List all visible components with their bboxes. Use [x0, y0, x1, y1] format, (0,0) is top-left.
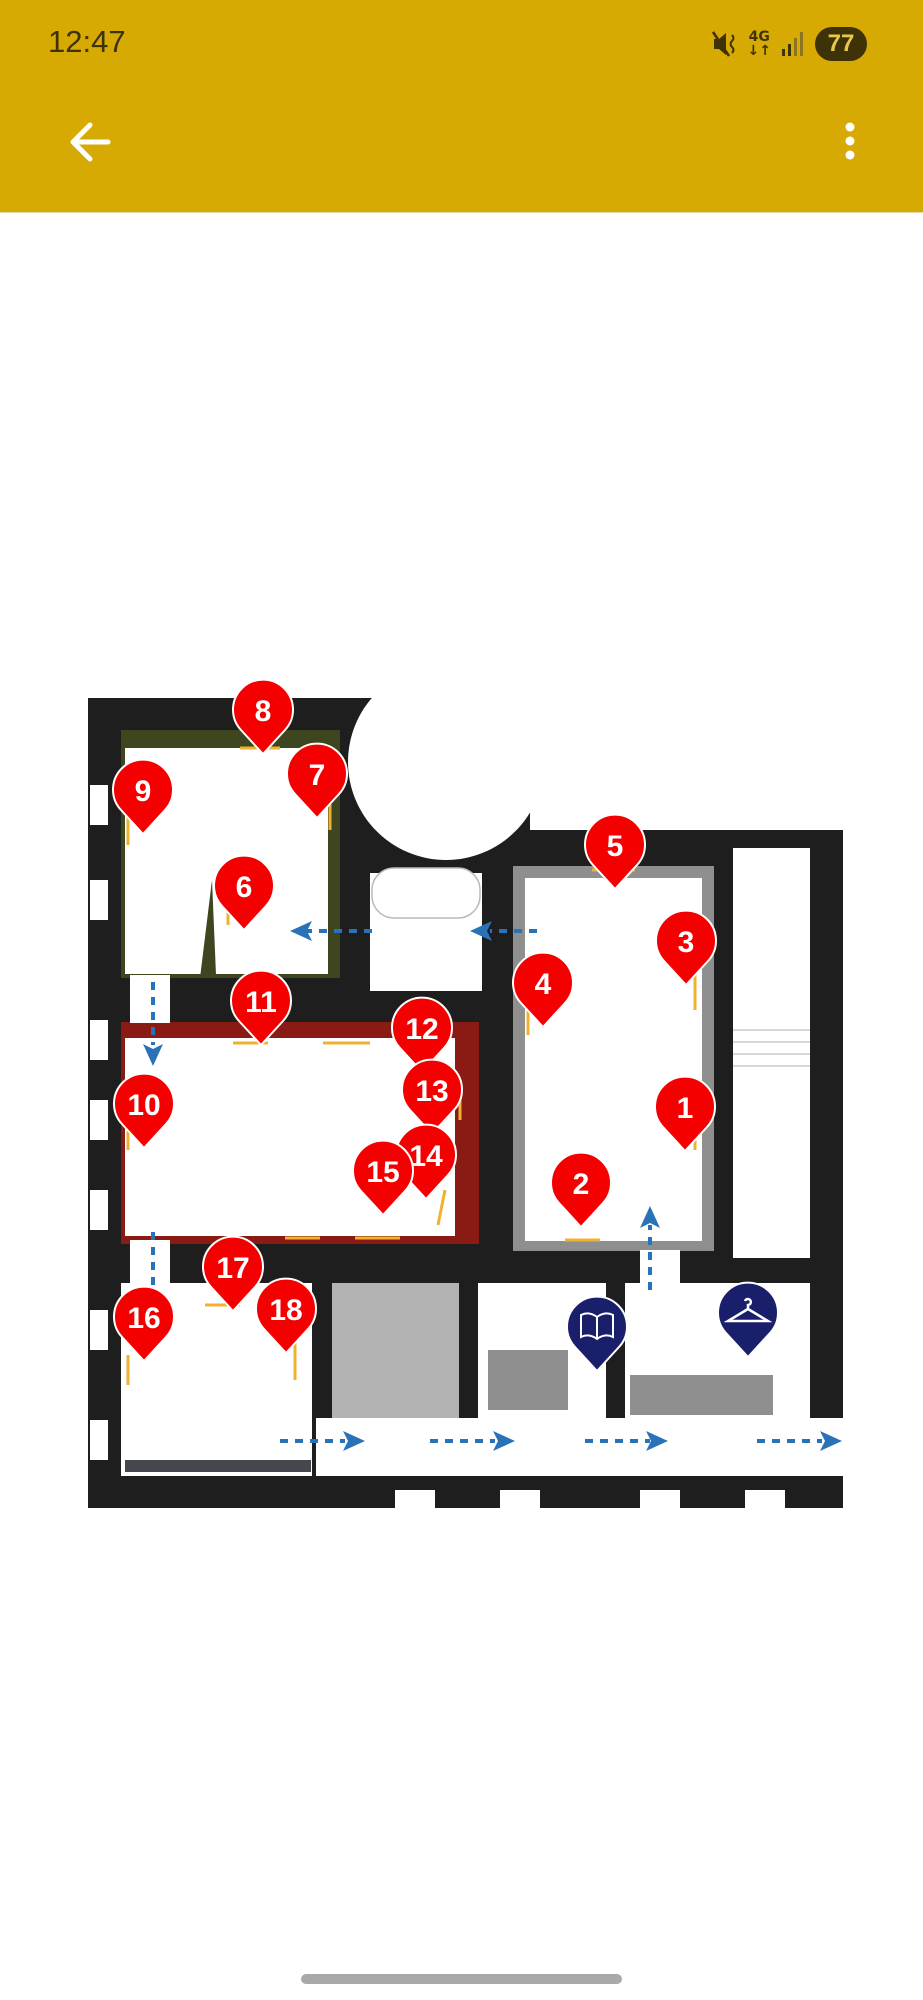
service-pin-cloakroom[interactable] [717, 1281, 779, 1359]
pin-number: 11 [245, 986, 277, 1019]
book-icon [580, 1312, 614, 1341]
pin-number: 3 [678, 926, 695, 959]
pin-marker [213, 854, 275, 932]
exhibit-pin-7[interactable]: 7 [286, 742, 348, 820]
exhibit-pin-1[interactable]: 1 [654, 1075, 716, 1153]
pin-number: 12 [405, 1013, 438, 1046]
pin-number: 18 [269, 1294, 302, 1327]
pin-marker [550, 1151, 612, 1229]
signal-icon [782, 32, 803, 56]
pin-number: 6 [236, 871, 253, 904]
pin-number: 16 [127, 1302, 160, 1335]
pin-marker [286, 742, 348, 820]
pin-number: 7 [309, 759, 326, 792]
home-indicator[interactable] [301, 1974, 622, 1984]
exhibit-pin-5[interactable]: 5 [584, 813, 646, 891]
exhibit-pin-16[interactable]: 16 [113, 1285, 175, 1363]
exhibit-pin-4[interactable]: 4 [512, 951, 574, 1029]
exhibit-pin-12[interactable]: 12 [391, 996, 453, 1074]
pin-marker [655, 909, 717, 987]
pin-marker [113, 1285, 175, 1363]
pin-marker [512, 951, 574, 1029]
hanger-icon [723, 1297, 773, 1323]
exhibit-pin-9[interactable]: 9 [112, 758, 174, 836]
pin-number: 5 [607, 830, 624, 863]
more-options-button[interactable] [830, 112, 870, 172]
app-bar: 12:47 4G↓↑ 77 [0, 0, 923, 213]
status-icons: 4G↓↑ 77 [711, 24, 867, 64]
pin-marker [230, 969, 292, 1047]
pin-marker [352, 1139, 414, 1217]
pin-marker [255, 1277, 317, 1355]
pin-number: 4 [535, 968, 552, 1001]
battery-indicator: 77 [815, 27, 867, 61]
pin-marker [112, 758, 174, 836]
pin-marker [391, 996, 453, 1074]
exhibit-pin-13[interactable]: 13 [401, 1058, 463, 1136]
pin-marker [202, 1235, 264, 1313]
route-arrowheads [143, 921, 842, 1451]
pin-marker [113, 1072, 175, 1150]
pin-number: 10 [127, 1089, 160, 1122]
pin-number: 9 [135, 775, 152, 808]
network-type: 4G↓↑ [747, 29, 771, 59]
exhibit-pin-8[interactable]: 8 [232, 678, 294, 756]
pin-marker [654, 1075, 716, 1153]
exhibit-pin-15[interactable]: 15 [352, 1139, 414, 1217]
pin-number: 8 [255, 695, 272, 728]
exhibit-pin-3[interactable]: 3 [655, 909, 717, 987]
exhibit-pin-17[interactable]: 17 [202, 1235, 264, 1313]
status-time: 12:47 [48, 24, 126, 59]
pin-marker [232, 678, 294, 756]
pin-number: 14 [409, 1140, 443, 1173]
walls [88, 664, 850, 1508]
route-arrows [151, 929, 822, 1443]
pin-number: 13 [415, 1075, 448, 1108]
mute-vibrate-icon [711, 31, 735, 57]
pin-marker [584, 813, 646, 891]
pin-marker [401, 1058, 463, 1136]
exhibit-pin-11[interactable]: 11 [230, 969, 292, 1047]
exhibit-pin-2[interactable]: 2 [550, 1151, 612, 1229]
exhibit-pin-10[interactable]: 10 [113, 1072, 175, 1150]
pin-number: 15 [366, 1156, 399, 1189]
service-pin-book[interactable] [566, 1295, 628, 1373]
exhibit-pin-6[interactable]: 6 [213, 854, 275, 932]
exhibit-pin-18[interactable]: 18 [255, 1277, 317, 1355]
back-button[interactable] [60, 112, 120, 172]
pin-number: 17 [216, 1252, 249, 1285]
pin-number: 2 [573, 1168, 590, 1201]
pin-number: 1 [677, 1092, 694, 1125]
